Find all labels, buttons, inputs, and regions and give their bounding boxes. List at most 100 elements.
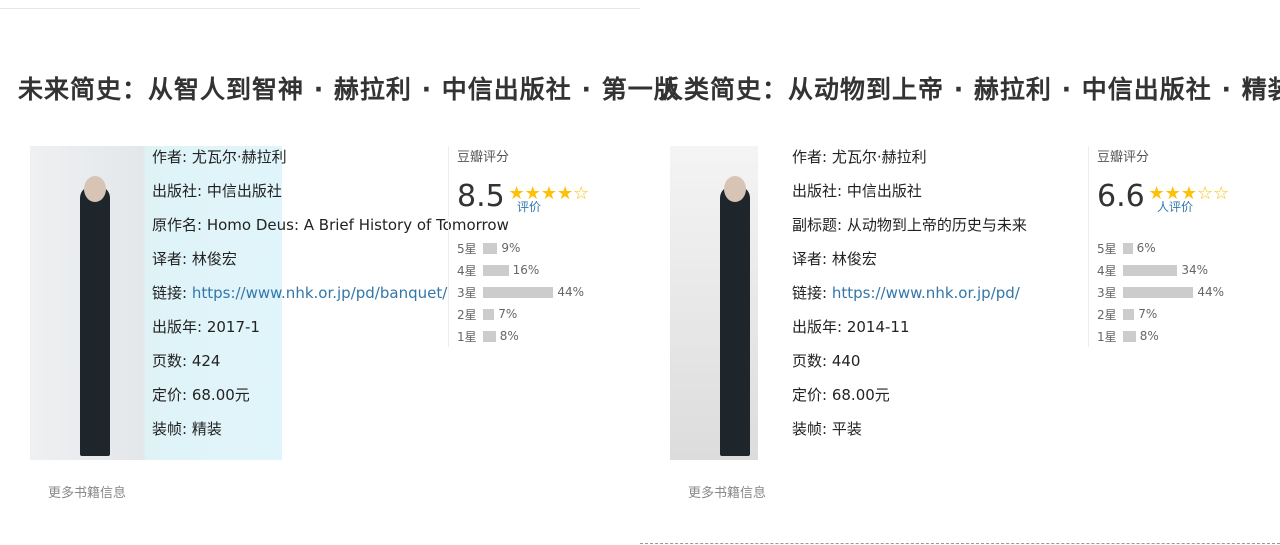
info-label: 原作名: bbox=[152, 216, 203, 234]
info-value: 中信出版社 bbox=[846, 182, 922, 200]
info-row: 副标题: 从动物到上帝的历史与未来 bbox=[792, 214, 1027, 236]
star-label: 1星 bbox=[1097, 329, 1117, 344]
book-title: 未来简史：从智人到智神 · 赫拉利 · 中信出版社 · 第一版 bbox=[18, 75, 680, 104]
info-row: 装帧: 平装 bbox=[792, 418, 1027, 440]
rating-count-link[interactable]: 评价 bbox=[517, 200, 542, 214]
star-label: 5星 bbox=[457, 241, 477, 256]
rating-bar bbox=[483, 330, 496, 342]
star-label: 4星 bbox=[1097, 263, 1117, 278]
info-value: 424 bbox=[191, 352, 221, 370]
rating-percent: 7% bbox=[1138, 307, 1158, 321]
rating-label: 豆瓣评分 bbox=[1097, 150, 1150, 165]
info-label: 装帧: bbox=[792, 420, 828, 438]
rating-percent: 8% bbox=[1139, 329, 1159, 343]
rating-bar bbox=[1123, 308, 1135, 320]
star-label: 4星 bbox=[457, 263, 477, 278]
info-label: 装帧: bbox=[152, 420, 188, 438]
star-label: 2星 bbox=[1097, 307, 1117, 322]
rating-bar-row: 3星 44% bbox=[457, 281, 638, 303]
info-row: 原作名: Homo Deus: A Brief History of Tomor… bbox=[152, 214, 509, 236]
info-value: 2014-11 bbox=[846, 318, 910, 336]
info-row: 出版年: 2014-11 bbox=[792, 316, 1027, 338]
star-label: 5星 bbox=[1097, 241, 1117, 256]
info-label: 副标题: bbox=[792, 216, 843, 234]
info-value: 68.00元 bbox=[191, 386, 250, 404]
info-value: 2017-1 bbox=[206, 318, 260, 336]
rating-percent: 7% bbox=[498, 307, 518, 321]
divider bbox=[640, 543, 1280, 544]
info-label: 定价: bbox=[152, 386, 188, 404]
divider bbox=[0, 8, 640, 9]
info-row: 页数: 424 bbox=[152, 350, 509, 372]
rating-percent: 44% bbox=[557, 285, 585, 299]
rating-bar bbox=[1123, 330, 1136, 342]
book-cover-image[interactable] bbox=[30, 146, 282, 460]
rating-percent: 34% bbox=[1181, 263, 1209, 277]
info-value: Homo Deus: A Brief History of Tomorrow bbox=[206, 216, 509, 234]
rating-bar bbox=[1123, 264, 1178, 276]
info-row: 出版年: 2017-1 bbox=[152, 316, 509, 338]
info-row: 装帧: 精装 bbox=[152, 418, 509, 440]
info-value: 从动物到上帝的历史与未来 bbox=[846, 216, 1027, 234]
rating-percent: 9% bbox=[501, 241, 521, 255]
info-label: 出版年: bbox=[152, 318, 203, 336]
person-figure bbox=[80, 176, 110, 456]
info-value: 平装 bbox=[831, 420, 862, 438]
book-info: 作者: 尤瓦尔·赫拉利出版社: 中信出版社原作名: Homo Deus: A B… bbox=[152, 146, 509, 452]
info-row: 链接: https://www.nhk.or.jp/pd/banquet/ bbox=[152, 282, 509, 304]
rating-bar-row: 1星 8% bbox=[1097, 325, 1278, 347]
info-value: 中信出版社 bbox=[206, 182, 282, 200]
info-row: 出版社: 中信出版社 bbox=[152, 180, 509, 202]
info-row: 出版社: 中信出版社 bbox=[792, 180, 1027, 202]
rating-bar bbox=[483, 286, 554, 298]
info-label: 作者: bbox=[792, 148, 828, 166]
info-value: 440 bbox=[831, 352, 861, 370]
info-label: 作者: bbox=[152, 148, 188, 166]
rating-bar bbox=[483, 308, 495, 320]
info-label: 定价: bbox=[792, 386, 828, 404]
info-link[interactable]: https://www.nhk.or.jp/pd/banquet/ bbox=[191, 284, 448, 302]
star-rating-icon: ★★★★☆ bbox=[508, 183, 590, 204]
star-label: 3星 bbox=[457, 285, 477, 300]
person-figure bbox=[720, 176, 750, 456]
rating-count-link[interactable]: 人评价 bbox=[1157, 200, 1194, 214]
info-row: 作者: 尤瓦尔·赫拉利 bbox=[792, 146, 1027, 168]
info-label: 链接: bbox=[792, 284, 828, 302]
info-row: 链接: https://www.nhk.or.jp/pd/ bbox=[792, 282, 1027, 304]
book-info: 作者: 尤瓦尔·赫拉利出版社: 中信出版社副标题: 从动物到上帝的历史与未来译者… bbox=[792, 146, 1027, 452]
info-link[interactable]: https://www.nhk.or.jp/pd/ bbox=[831, 284, 1020, 302]
rating-bar bbox=[483, 264, 509, 276]
info-label: 链接: bbox=[152, 284, 188, 302]
info-value: 尤瓦尔·赫拉利 bbox=[191, 148, 287, 166]
rating-bar bbox=[1123, 242, 1133, 254]
star-rating-icon: ★★★☆☆ bbox=[1148, 183, 1230, 204]
info-row: 译者: 林俊宏 bbox=[152, 248, 509, 270]
rating-bar-row: 1星 8% bbox=[457, 325, 638, 347]
more-info-link[interactable]: 更多书籍信息 bbox=[48, 486, 127, 501]
star-label: 3星 bbox=[1097, 285, 1117, 300]
info-row: 译者: 林俊宏 bbox=[792, 248, 1027, 270]
info-label: 页数: bbox=[152, 352, 188, 370]
info-row: 定价: 68.00元 bbox=[152, 384, 509, 406]
rating-score: 8.5 bbox=[457, 179, 505, 214]
star-label: 1星 bbox=[457, 329, 477, 344]
rating-label: 豆瓣评分 bbox=[457, 150, 510, 165]
info-row: 页数: 440 bbox=[792, 350, 1027, 372]
rating-bar-row: 4星 34% bbox=[1097, 259, 1278, 281]
info-value: 林俊宏 bbox=[191, 250, 237, 268]
book-panel-left: 未来简史：从智人到智神 · 赫拉利 · 中信出版社 · 第一版 作者: 尤瓦尔·… bbox=[18, 75, 679, 501]
more-info-link[interactable]: 更多书籍信息 bbox=[688, 486, 767, 501]
rating-percent: 44% bbox=[1197, 285, 1225, 299]
rating-score: 6.6 bbox=[1097, 179, 1145, 214]
book-cover-image[interactable] bbox=[670, 146, 758, 460]
info-row: 作者: 尤瓦尔·赫拉利 bbox=[152, 146, 509, 168]
info-value: 尤瓦尔·赫拉利 bbox=[831, 148, 927, 166]
star-label: 2星 bbox=[457, 307, 477, 322]
rating-bar-row: 2星 7% bbox=[1097, 303, 1278, 325]
rating-bar bbox=[483, 242, 498, 254]
rating-percent: 8% bbox=[499, 329, 519, 343]
